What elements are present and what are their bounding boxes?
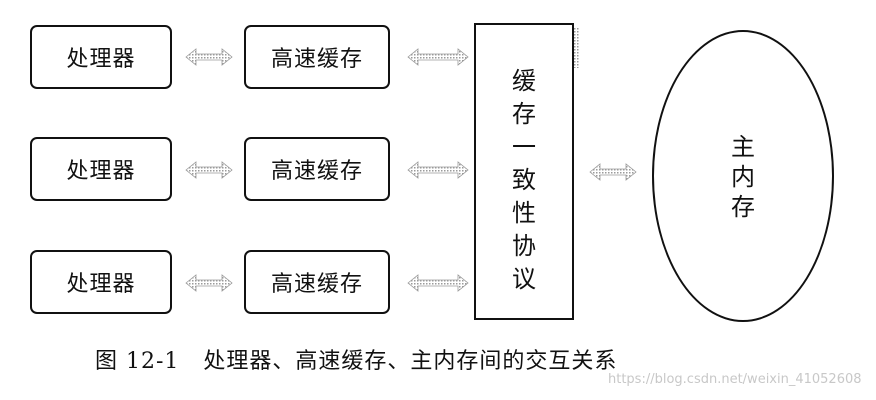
memory-char: 存	[731, 193, 755, 221]
scan-artifact	[574, 28, 580, 68]
processor-label-1: 处理器	[66, 47, 136, 72]
cache-coherence-protocol-box: 缓 存 一 致 性 协 议	[474, 23, 574, 320]
double-arrow-1	[185, 48, 233, 66]
double-arrow-6	[407, 274, 469, 292]
protocol-char: 议	[512, 265, 536, 293]
processor-box-1: 处理器	[30, 25, 172, 89]
double-arrow-5	[407, 161, 469, 179]
protocol-label: 缓 存 一 致 性 协 议	[476, 65, 572, 296]
protocol-char: 缓	[512, 67, 536, 95]
double-arrow-7	[589, 163, 637, 181]
protocol-char: 性	[512, 199, 536, 227]
watermark: https://blog.csdn.net/weixin_41052608	[608, 372, 862, 387]
memory-label: 主 内 存	[654, 132, 832, 222]
cache-label-2: 高速缓存	[270, 159, 363, 184]
cache-box-1: 高速缓存	[244, 25, 390, 89]
protocol-char: 存	[512, 100, 536, 128]
double-arrow-3	[185, 274, 233, 292]
double-arrow-2	[185, 161, 233, 179]
protocol-char: 致	[512, 166, 536, 194]
cache-box-3: 高速缓存	[244, 250, 390, 314]
processor-label-2: 处理器	[66, 159, 136, 184]
processor-box-2: 处理器	[30, 137, 172, 201]
cache-box-2: 高速缓存	[244, 137, 390, 201]
cache-label-3: 高速缓存	[270, 272, 363, 297]
processor-box-3: 处理器	[30, 250, 172, 314]
memory-char: 内	[731, 163, 755, 191]
main-memory-ellipse: 主 内 存	[652, 30, 834, 322]
figure-caption: 图 12-1 处理器、高速缓存、主内存间的交互关系	[95, 349, 618, 374]
protocol-char: 一	[512, 133, 536, 161]
protocol-char: 协	[512, 232, 536, 260]
processor-label-3: 处理器	[66, 272, 136, 297]
cache-label-1: 高速缓存	[270, 47, 363, 72]
memory-char: 主	[731, 133, 755, 161]
double-arrow-4	[407, 48, 469, 66]
